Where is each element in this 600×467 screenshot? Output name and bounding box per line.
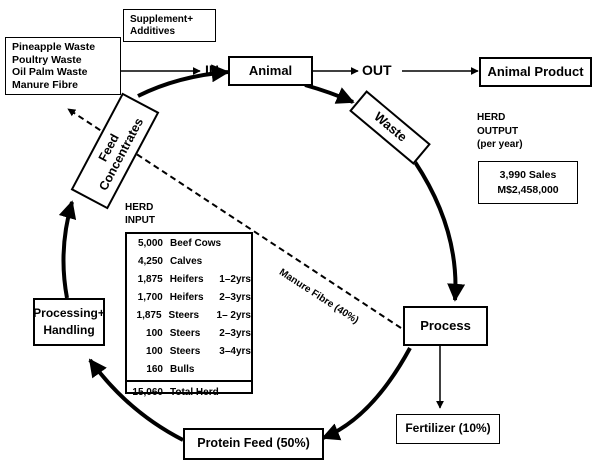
supplement-line-1: Supplement+ <box>130 13 194 25</box>
herd-input-title-line-2: INPUT <box>125 215 155 226</box>
herd-total-row: 15,060 Total Herd <box>127 380 251 402</box>
herd-category: Steers <box>169 345 201 357</box>
herd-count: 4,250 <box>137 255 163 267</box>
protein-feed-box: Protein Feed (50%) <box>183 428 324 460</box>
herd-category: Heifers <box>169 291 204 303</box>
herd-total-label: Total Herd <box>170 386 219 398</box>
process-box: Process <box>403 306 488 346</box>
herd-row: 1,700 Heifers 2–3yrs <box>127 288 251 306</box>
in-label: IN <box>205 62 219 78</box>
herd-row: 1,875 Heifers 1–2yrs <box>127 270 251 288</box>
herd-count: 5,000 <box>137 237 163 249</box>
herd-output-title-line-1: HERD <box>477 112 506 123</box>
herd-count: 100 <box>146 345 163 357</box>
waste-input-manure-fibre: Manure Fibre <box>12 78 78 91</box>
herd-category: Steers <box>169 327 201 339</box>
herd-output-value: M$2,458,000 <box>497 183 559 196</box>
herd-age-range: 3–4yrs <box>219 345 251 357</box>
herd-row: 100 Steers 3–4yrs <box>127 342 251 360</box>
animal-product-label: Animal Product <box>487 63 584 79</box>
process-label: Process <box>420 317 471 333</box>
cycle-arc-process-to-protein-feed <box>321 347 412 441</box>
supplement-box: Supplement+ Additives <box>123 9 216 42</box>
waste-input-poultry: Poultry Waste <box>12 53 82 66</box>
herd-row: 100 Steers 2–3yrs <box>127 324 251 342</box>
herd-row: 4,250 Calves <box>127 252 251 270</box>
cycle-arc-processing-to-feed <box>58 200 77 299</box>
herd-age-range: 1– 2yrs <box>216 309 251 321</box>
animal-box: Animal <box>228 56 313 86</box>
fertilizer-box: Fertilizer (10%) <box>396 414 500 444</box>
herd-row: 5,000 Beef Cows <box>127 234 251 252</box>
protein-feed-label: Protein Feed (50%) <box>197 436 310 451</box>
herd-count: 100 <box>146 327 163 339</box>
cycle-arc-protein-feed-to-processing <box>88 358 184 442</box>
herd-output-sales: 3,990 Sales <box>499 168 557 181</box>
waste-inputs-box: Pineapple Waste Poultry Waste Oil Palm W… <box>5 37 121 95</box>
herd-total-count: 15,060 <box>132 386 163 398</box>
supplement-line-2: Additives <box>130 25 176 37</box>
herd-category: Heifers <box>169 273 204 285</box>
herd-category: Steers <box>168 309 200 321</box>
herd-age-range: 1–2yrs <box>219 273 251 285</box>
fertilizer-label: Fertilizer (10%) <box>405 421 491 436</box>
cycle-arc-waste-to-process <box>413 160 466 302</box>
herd-output-title-line-2: OUTPUT <box>477 125 519 137</box>
herd-output-title-line-3: (per year) <box>477 139 523 150</box>
herd-count: 1,700 <box>137 291 163 303</box>
cycle-arc-animal-to-waste <box>304 83 355 104</box>
herd-output-title: HERD OUTPUT (per year) <box>477 111 523 152</box>
waste-input-pineapple: Pineapple Waste <box>12 41 96 53</box>
herd-count: 1,875 <box>137 273 163 285</box>
herd-row: 1,875 Steers 1– 2yrs <box>127 306 251 324</box>
herd-category: Bulls <box>170 363 195 375</box>
herd-input-table: 5,000 Beef Cows 4,250 Calves 1,875 Heife… <box>125 232 253 398</box>
herd-category: Beef Cows <box>170 237 222 249</box>
animal-product-box: Animal Product <box>479 57 592 87</box>
processing-handling-box: Processing+ Handling <box>33 298 105 346</box>
herd-input-title-line-1: HERD <box>125 202 154 213</box>
processing-line-1: Processing+ <box>33 306 105 320</box>
waste-input-oil-palm: Oil Palm Waste <box>12 66 88 78</box>
herd-count: 160 <box>146 363 163 375</box>
herd-count: 1,875 <box>136 309 162 321</box>
herd-row: 160 Bulls <box>127 360 251 378</box>
herd-category: Calves <box>170 255 203 267</box>
out-label: OUT <box>362 62 392 78</box>
herd-output-box: 3,990 Sales M$2,458,000 <box>478 161 578 204</box>
processing-line-2: Handling <box>43 323 95 337</box>
cycle-arc-feed-to-animal <box>137 64 230 98</box>
herd-age-range: 2–3yrs <box>219 291 251 303</box>
herd-input-title: HERD INPUT <box>125 201 155 227</box>
herd-age-range: 2–3yrs <box>219 327 251 339</box>
animal-label: Animal <box>248 62 293 78</box>
